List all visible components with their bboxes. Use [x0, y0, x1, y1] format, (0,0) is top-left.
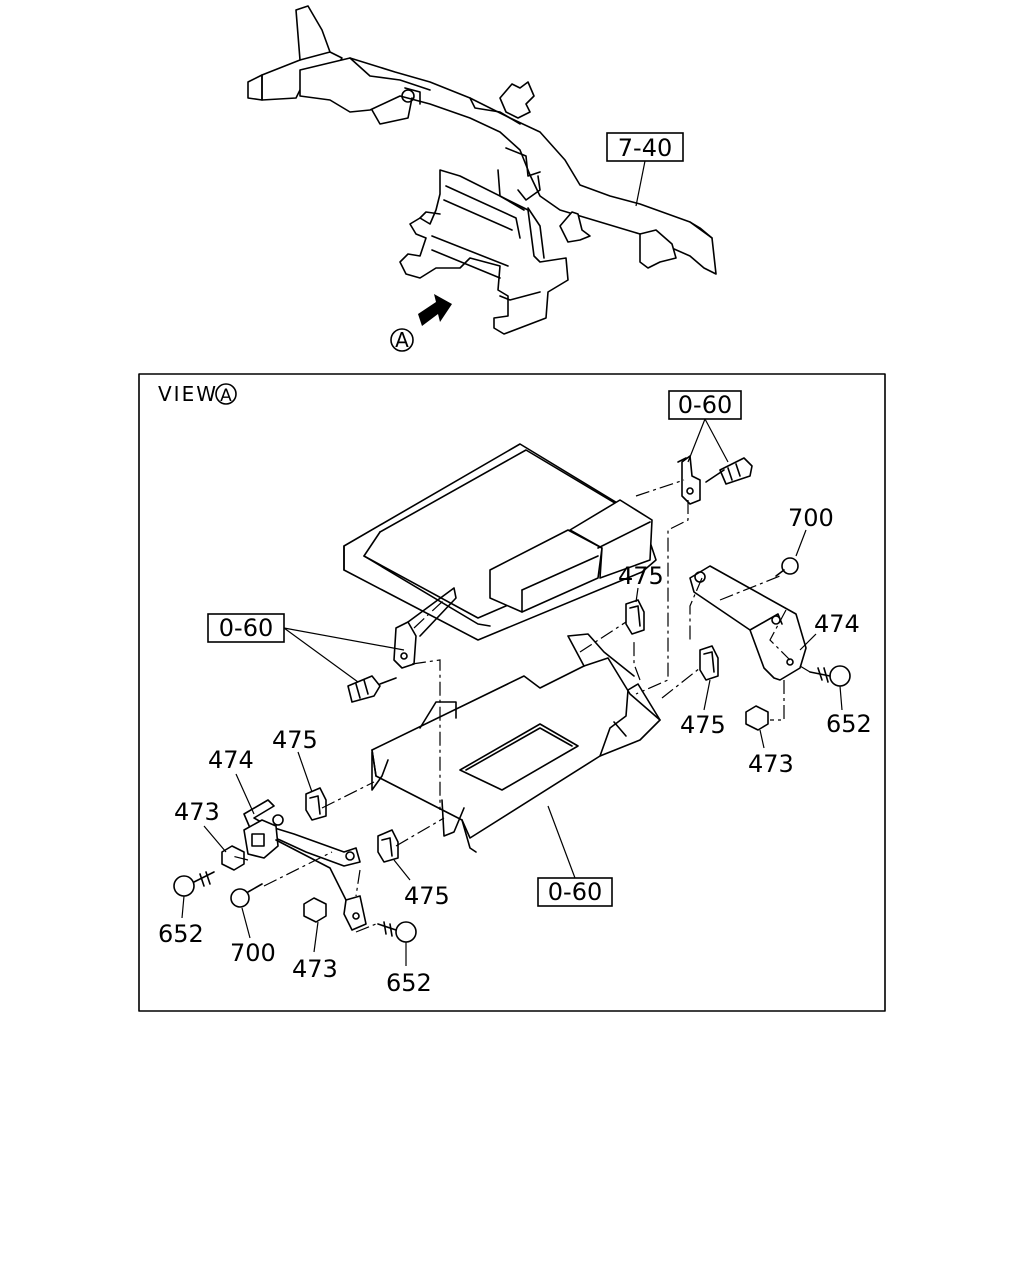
ecu-mount-tab-right — [677, 455, 701, 505]
assembly-lines — [231, 479, 811, 933]
svg-text:473: 473 — [748, 750, 794, 778]
view-a-frame — [138, 373, 886, 1012]
svg-text:473: 473 — [174, 798, 220, 826]
view-a-marker: A — [390, 328, 414, 352]
clip-icon — [305, 787, 327, 821]
svg-text:475: 475 — [680, 711, 726, 739]
callout-473-left-lower: 473 — [292, 921, 338, 983]
nut-icon — [745, 705, 769, 731]
svg-text:700: 700 — [230, 939, 276, 967]
svg-text:0-60: 0-60 — [219, 614, 273, 642]
svg-text:475: 475 — [618, 562, 664, 590]
callout-475-left-lower: 475 — [393, 859, 450, 910]
clip-icon — [699, 645, 719, 681]
svg-text:A: A — [395, 328, 409, 352]
callout-700-left: 700 — [230, 907, 276, 967]
callout-7-40: 7-40 — [606, 132, 684, 207]
svg-text:700: 700 — [788, 504, 834, 532]
svg-text:474: 474 — [814, 610, 860, 638]
callout-475-right-lower: 475 — [680, 679, 726, 739]
flange-bolt-icon — [377, 921, 417, 943]
nut-icon — [303, 897, 327, 923]
view-a-arrow — [418, 294, 452, 326]
callout-700-right: 700 — [788, 504, 834, 557]
svg-text:VIEW: VIEW — [158, 382, 218, 406]
svg-text:652: 652 — [158, 920, 204, 948]
callout-652-right: 652 — [826, 685, 872, 738]
view-a-title: VIEW A — [158, 382, 237, 406]
callout-475-left-upper: 475 — [272, 726, 318, 793]
callout-0-60-bracket: 0-60 — [537, 805, 613, 907]
cross-member-frame — [247, 5, 717, 335]
ecu-bracket-tray — [371, 633, 661, 853]
callout-652-left-lower: 652 — [386, 942, 432, 997]
clip-icon — [625, 599, 645, 635]
flange-bolt-icon — [809, 665, 851, 687]
washer-screw-icon — [775, 557, 799, 577]
svg-text:0-60: 0-60 — [678, 391, 732, 419]
svg-text:475: 475 — [272, 726, 318, 754]
clip-icon — [377, 829, 399, 863]
svg-text:475: 475 — [404, 882, 450, 910]
svg-text:A: A — [220, 386, 232, 406]
bolt-icon — [347, 675, 397, 703]
svg-text:652: 652 — [826, 710, 872, 738]
nut-icon — [221, 845, 245, 871]
callout-473-right: 473 — [748, 729, 794, 778]
svg-text:0-60: 0-60 — [548, 878, 602, 906]
callout-652-left: 652 — [158, 895, 204, 948]
bolt-icon — [705, 457, 753, 485]
callout-474-right: 474 — [799, 610, 860, 651]
washer-screw-icon — [230, 883, 263, 908]
callout-474-left: 474 — [208, 746, 255, 815]
flange-bolt-icon — [173, 871, 215, 897]
callout-0-60-left: 0-60 — [207, 613, 405, 683]
ecu-module — [343, 443, 657, 641]
svg-text:652: 652 — [386, 969, 432, 997]
svg-text:474: 474 — [208, 746, 254, 774]
callout-475-right-upper: 475 — [618, 562, 664, 603]
callout-473-left-upper: 473 — [174, 798, 227, 853]
callout-0-60-top: 0-60 — [668, 390, 742, 463]
bracket-474-left — [243, 799, 367, 931]
svg-text:7-40: 7-40 — [618, 134, 672, 162]
svg-text:473: 473 — [292, 955, 338, 983]
